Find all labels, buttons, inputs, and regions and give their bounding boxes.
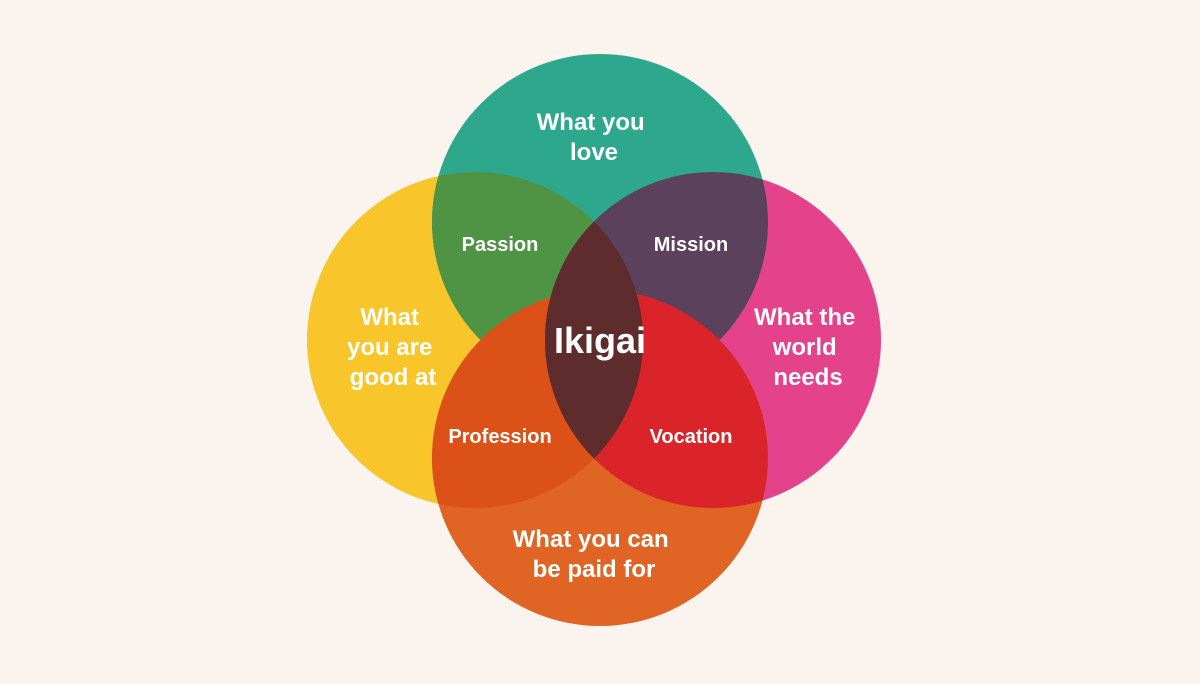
label-world-needs-line-2: world	[772, 334, 837, 361]
overlap-vocation	[545, 290, 768, 508]
label-love: What you love	[537, 109, 652, 166]
label-love-line-2: love	[570, 139, 618, 166]
label-profession: Profession	[448, 426, 551, 448]
label-love-line-1: What you	[537, 109, 645, 136]
label-good-at-line-2: you are	[347, 334, 432, 361]
label-vocation: Vocation	[650, 426, 733, 448]
label-paid-for: What you can be paid for	[513, 526, 676, 583]
label-paid-for-line-1: What you can	[513, 526, 669, 553]
label-paid-for-line-2: be paid for	[533, 556, 656, 583]
label-good-at-line-3: good at	[350, 364, 437, 391]
label-world-needs-line-3: needs	[773, 364, 842, 391]
label-ikigai: Ikigai	[554, 320, 646, 361]
label-good-at-line-1: What	[360, 304, 419, 331]
label-mission: Mission	[654, 234, 728, 256]
label-passion: Passion	[462, 234, 539, 256]
label-world-needs-line-1: What the	[754, 304, 855, 331]
label-good-at: What you are good at	[347, 304, 439, 391]
label-world-needs: What the world needs	[754, 304, 862, 391]
